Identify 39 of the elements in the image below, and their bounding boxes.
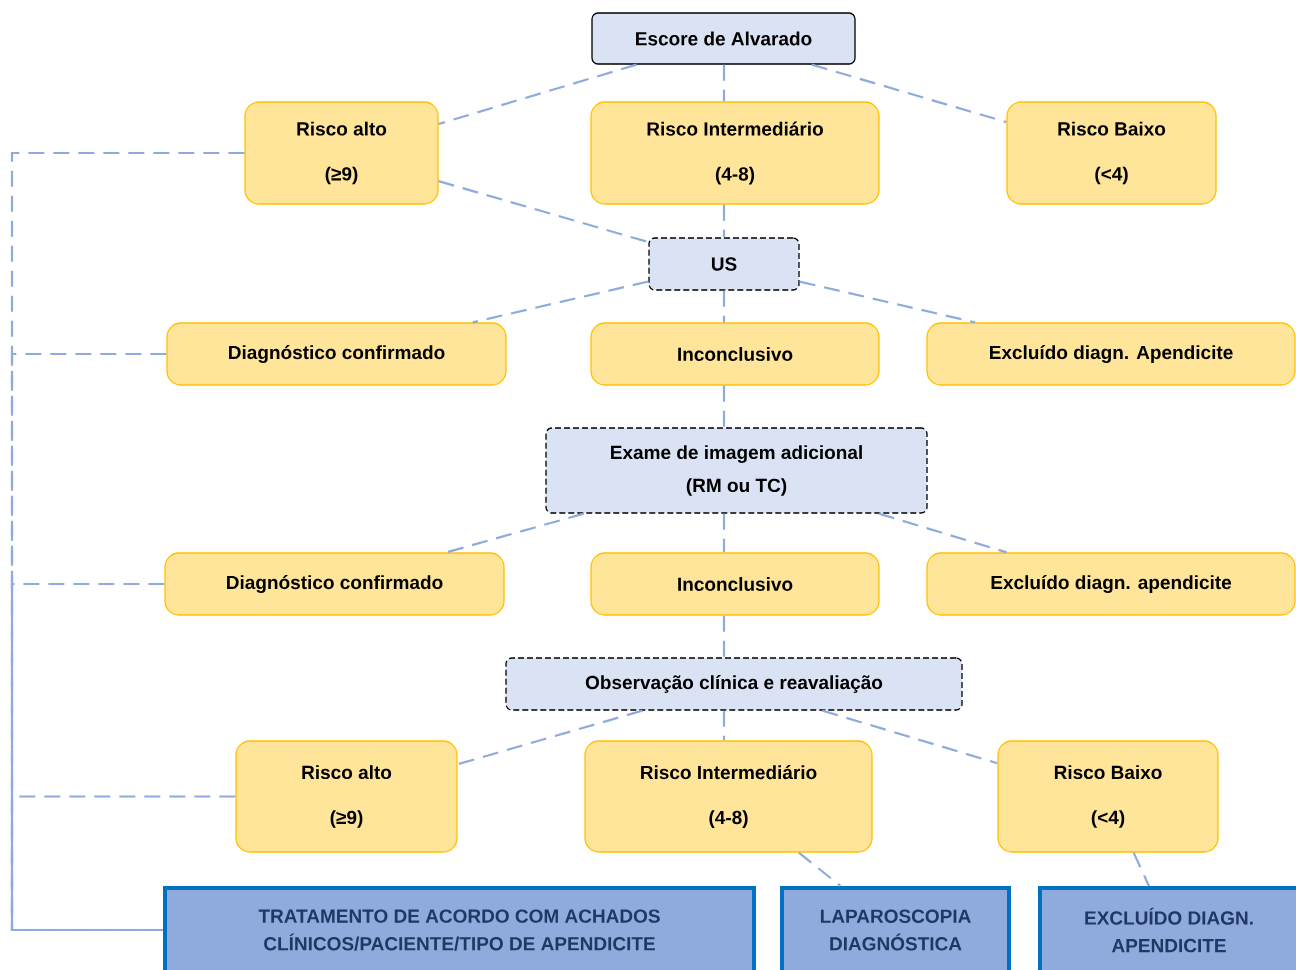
connector-line [799,280,976,324]
risk-box: Risco alto (≥9) [235,740,458,853]
connector-line [722,385,726,428]
result-box: Diagnóstico confirmado [166,322,507,386]
outcome-box: EXCLUÍDO DIAGN. APENDICITE [1038,886,1296,970]
result-box: Diagnóstico confirmado [164,552,505,616]
outcome-box: LAPAROSCOPIA DIAGNÓSTICA [780,886,1011,970]
score-box: Escore de Alvarado [591,12,856,65]
connector-line [438,63,637,126]
risk-box: Risco Baixo (<4) [997,740,1219,853]
connector-line [10,795,236,932]
connector-line [822,709,998,765]
result-box: Inconclusivo [590,552,880,616]
connector-line [1132,852,1150,887]
connector-line [811,63,1007,124]
connector-line [457,709,643,766]
connector-line [446,512,585,554]
connector-line [722,64,726,102]
connector-line [10,582,165,932]
exam-box: US [648,237,800,291]
connector-line [878,512,1007,554]
connector-line [722,710,726,741]
connector-line [722,513,726,553]
result-box: Excluído diagn. apendicite [926,552,1296,616]
result-box: Excluído diagn. Apendicite [926,322,1296,386]
observation-box: Observação clínica e reavaliação [505,657,963,711]
exam-box: Exame de imagem adicional (RM ou TC) [545,427,928,514]
risk-box: Risco Intermediário (4-8) [584,740,873,853]
connector-line [722,290,726,323]
risk-box: Risco Intermediário (4-8) [590,101,880,205]
risk-box: Risco Baixo (<4) [1006,101,1217,205]
connector-line [722,615,726,658]
connector-line [722,204,726,238]
risk-box: Risco alto (≥9) [244,101,439,205]
connector-line [798,851,842,887]
outcome-box: TRATAMENTO DE ACORDO COM ACHADOS CLÍNICOS/PACIENTE/TIPO DE APENDICITE [163,886,756,970]
connector-line [472,280,649,324]
connector-line [438,180,649,244]
result-box: Inconclusivo [590,322,880,386]
